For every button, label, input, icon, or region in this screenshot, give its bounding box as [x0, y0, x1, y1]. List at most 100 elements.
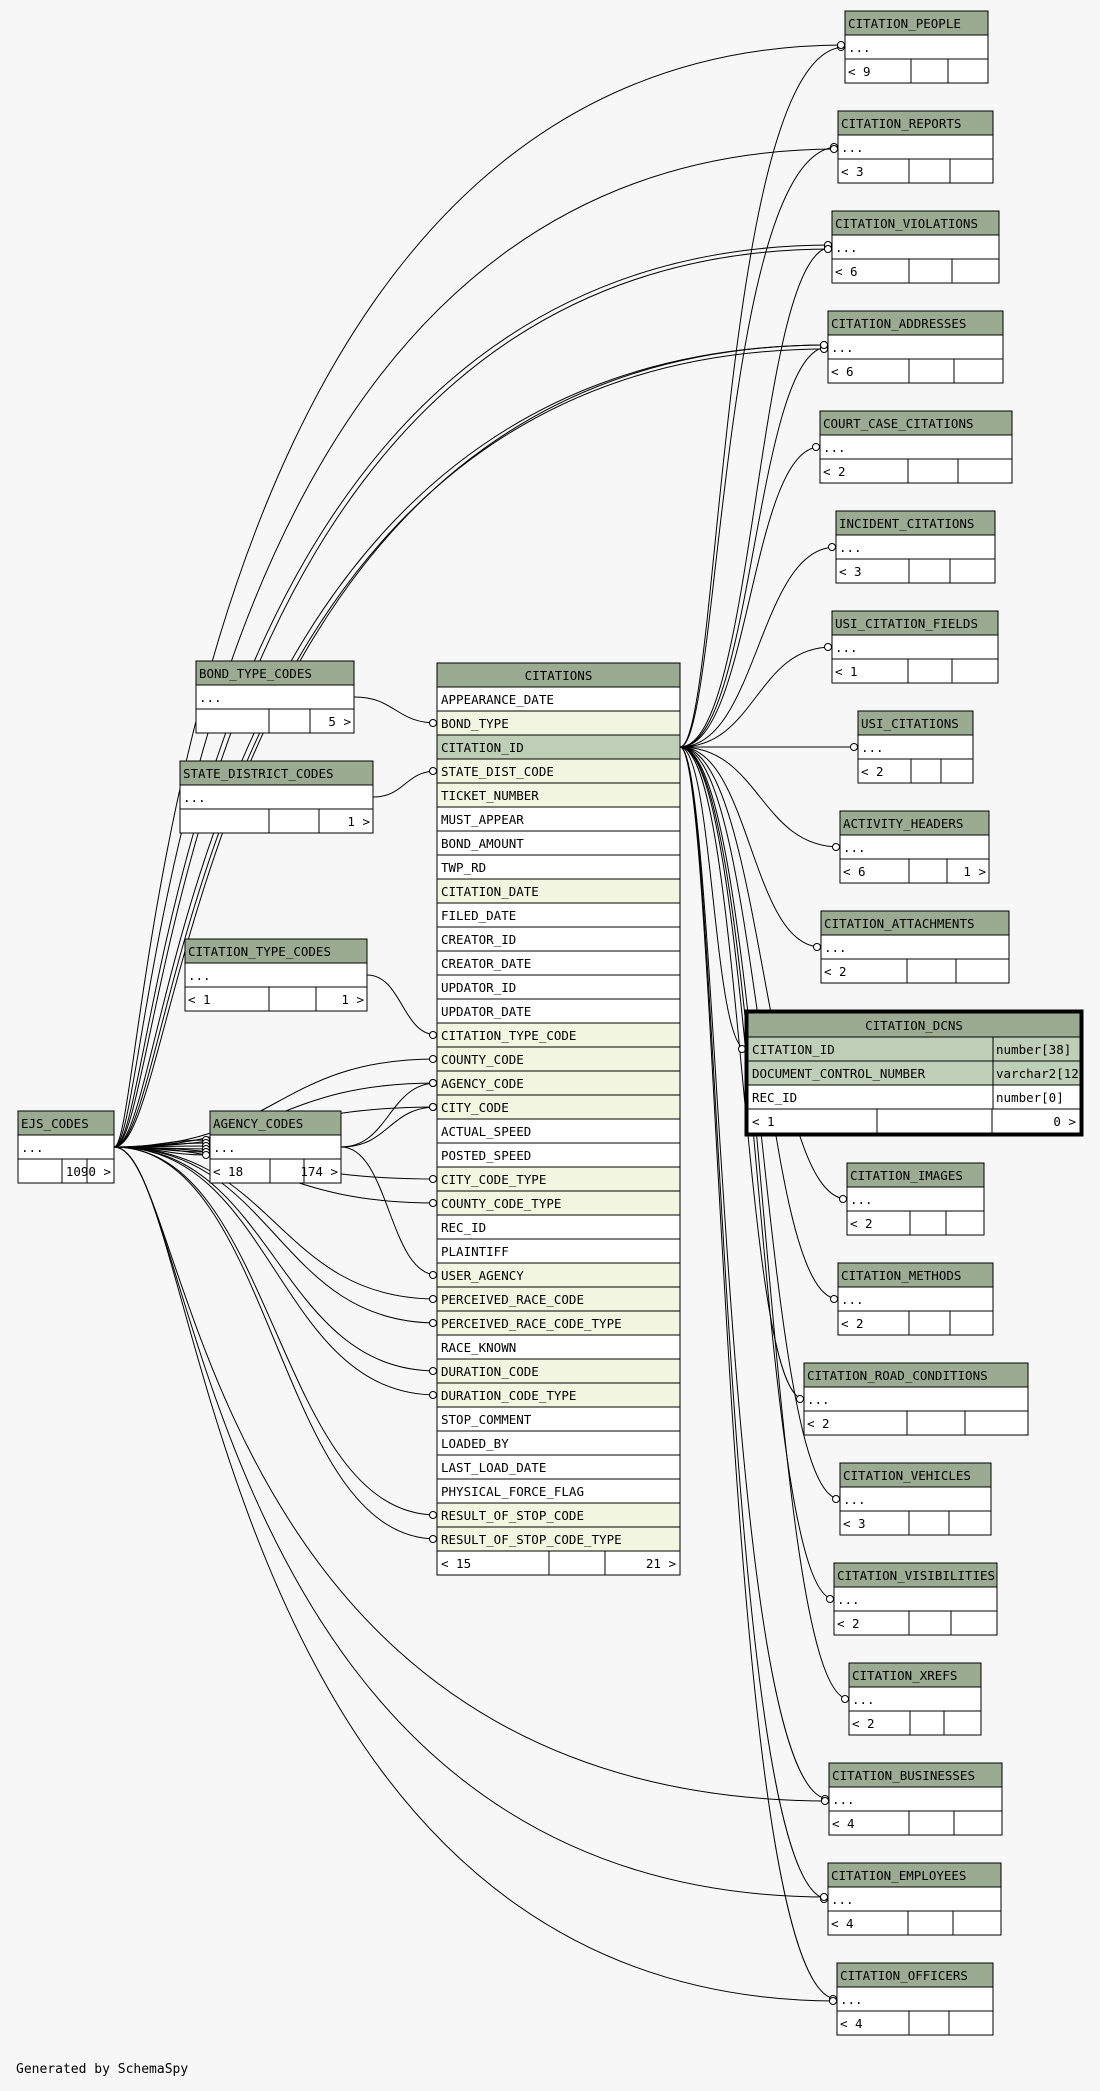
table-footer	[184, 986, 368, 1012]
table-header	[17, 1110, 115, 1136]
child-count: < 1	[835, 664, 858, 679]
table-footer	[195, 708, 355, 734]
table-citations[interactable]: CITATIONSAPPEARANCE_DATEBOND_TYPECITATIO…	[436, 662, 681, 1576]
table-title: CITATION_BUSINESSES	[832, 1768, 975, 1783]
column-agency-code: AGENCY_CODE	[441, 1076, 524, 1091]
table-title: CITATION_EMPLOYEES	[831, 1868, 966, 1883]
parent-count: 1 >	[347, 814, 370, 829]
column-row	[436, 1382, 681, 1408]
table-ellipsis: ...	[835, 240, 858, 255]
table-ellipsis: ...	[832, 1792, 855, 1807]
table-body	[819, 434, 1013, 460]
table-header	[846, 1162, 985, 1188]
column-row	[436, 1094, 681, 1120]
crowfoot-marker	[850, 743, 858, 751]
table-citation-businesses[interactable]: CITATION_BUSINESSES... < 4	[828, 1762, 1003, 1836]
table-body	[848, 1686, 982, 1712]
type-cell	[992, 1084, 1081, 1110]
child-count: < 2	[861, 764, 884, 779]
link-ctype	[366, 974, 438, 1036]
child-count: < 2	[852, 1716, 875, 1731]
table-citation-xrefs[interactable]: CITATION_XREFS... < 2	[848, 1662, 982, 1736]
table-body	[209, 1134, 342, 1160]
crowfoot-marker	[429, 1535, 437, 1543]
table-footer	[836, 2010, 994, 2036]
column-row	[436, 1190, 681, 1216]
table-title: COURT_CASE_CITATIONS	[823, 416, 974, 431]
table-citation-visibilities[interactable]: CITATION_VISIBILITIES...< 2	[833, 1562, 998, 1636]
table-footer	[844, 58, 989, 84]
table-citation-attachments[interactable]: CITATION_ATTACHMENTS...< 2	[820, 910, 1010, 984]
table-citation-violations[interactable]: CITATION_VIOLATIONS...< 6	[831, 210, 1000, 284]
table-ellipsis: ...	[843, 1492, 866, 1507]
column-citation-id: CITATION_ID	[441, 740, 524, 755]
crowfoot-marker	[830, 1295, 838, 1303]
column-row	[436, 1502, 681, 1528]
column-rec-id: REC_ID	[441, 1220, 486, 1235]
column-row	[436, 830, 681, 856]
column-actual-speed: ACTUAL_SPEED	[441, 1124, 531, 1139]
link-citations-people	[679, 46, 846, 748]
table-title: CITATION_DCNS	[865, 1018, 963, 1033]
table-header	[827, 1862, 1002, 1888]
link-citations-activity	[679, 746, 841, 848]
link-agency-user-agency	[340, 1146, 438, 1276]
table-incident-citations[interactable]: INCIDENT_CITATIONS...< 3	[835, 510, 996, 584]
table-citation-images[interactable]: CITATION_IMAGES...< 2	[846, 1162, 985, 1236]
link-citations-incident	[679, 546, 837, 748]
table-state-district-codes[interactable]: STATE_DISTRICT_CODES...1 >	[179, 760, 374, 834]
column-stop-comment: STOP_COMMENT	[441, 1412, 532, 1427]
table-citation-road-conditions[interactable]: CITATION_ROAD_CONDITIONS...< 2	[803, 1362, 1029, 1436]
table-title: CITATION_TYPE_CODES	[188, 944, 331, 959]
crowfoot-marker	[830, 145, 838, 153]
child-count: < 4	[831, 1916, 854, 1931]
table-usi-citation-fields[interactable]: USI_CITATION_FIELDS...< 1	[831, 610, 999, 684]
table-ejs-codes[interactable]: EJS_CODES...1090 >	[17, 1110, 115, 1184]
table-ellipsis: ...	[848, 40, 871, 55]
table-citation-people[interactable]: CITATION_PEOPLE...< 9	[844, 10, 989, 84]
column-row	[436, 686, 681, 712]
column-bond-type: BOND_TYPE	[441, 716, 509, 731]
table-citation-reports[interactable]: CITATION_REPORTS...< 3	[837, 110, 994, 184]
table-header	[827, 310, 1004, 336]
column-row	[436, 1238, 681, 1264]
table-header	[836, 1962, 994, 1988]
table-footer	[837, 158, 994, 184]
table-citation-officers[interactable]: CITATION_OFFICERS...< 4	[836, 1962, 994, 2036]
column-row	[436, 1430, 681, 1456]
crowfoot-marker	[824, 245, 832, 253]
column-row	[436, 1118, 681, 1144]
table-ellipsis: ...	[841, 140, 864, 155]
column-row	[436, 1478, 681, 1504]
table-citation-vehicles[interactable]: CITATION_VEHICLES...< 3	[839, 1462, 992, 1536]
link-agency-agency-code	[340, 1082, 438, 1148]
table-title: CITATION_XREFS	[852, 1668, 957, 1683]
child-count: < 4	[832, 1816, 855, 1831]
table-body	[820, 934, 1010, 960]
table-title: CITATION_ADDRESSES	[831, 316, 966, 331]
table-title: CITATION_ROAD_CONDITIONS	[807, 1368, 988, 1383]
table-usi-citations[interactable]: USI_CITATIONS...< 2	[857, 710, 974, 784]
link-citations-road	[679, 746, 805, 1400]
column-row	[436, 950, 681, 976]
parent-count: 5 >	[328, 714, 351, 729]
link-ejs-perceived-race-code-type	[113, 1146, 438, 1324]
link-citations-visib	[679, 746, 835, 1600]
table-footer	[209, 1158, 342, 1184]
table-citation-addresses[interactable]: CITATION_ADDRESSES...< 6	[827, 310, 1004, 384]
table-ellipsis: ...	[213, 1140, 236, 1155]
column-perceived-race-code: PERCEIVED_RACE_CODE	[441, 1292, 584, 1307]
table-ellipsis: ...	[852, 1692, 875, 1707]
column-perceived-race-code-type: PERCEIVED_RACE_CODE_TYPE	[441, 1316, 622, 1331]
column-row	[436, 1406, 681, 1432]
column-race-known: RACE_KNOWN	[441, 1340, 516, 1355]
column-result-of-stop-code: RESULT_OF_STOP_CODE	[441, 1508, 584, 1523]
table-court-case-citations[interactable]: COURT_CASE_CITATIONS...< 2	[819, 410, 1013, 484]
table-citation-methods[interactable]: CITATION_METHODS...< 2	[837, 1262, 994, 1336]
table-citation-employees[interactable]: CITATION_EMPLOYEES...< 4	[827, 1862, 1002, 1936]
table-bond-type-codes[interactable]: BOND_TYPE_CODES...5 >	[195, 660, 355, 734]
